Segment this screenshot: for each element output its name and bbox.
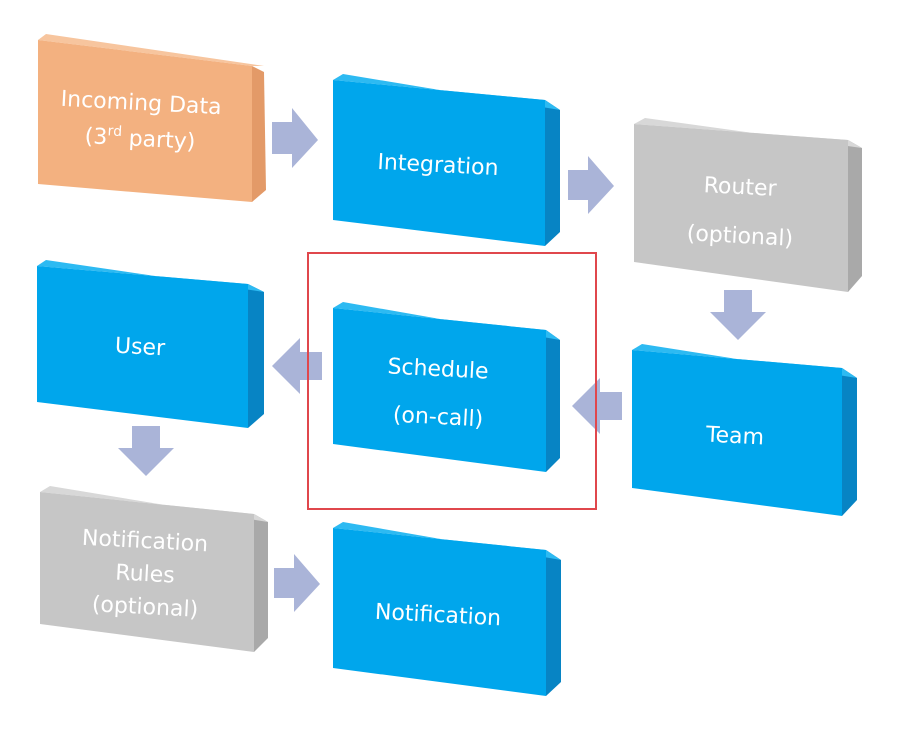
schedule-box-top [333, 302, 560, 340]
schedule-label: Schedule [387, 354, 489, 384]
router-box-face [634, 124, 848, 292]
incoming-data-box: Incoming Data (3rd party) [38, 34, 266, 202]
svg-text:Team: Team [704, 422, 764, 450]
incoming-data-box-top [38, 34, 264, 66]
incoming-data-sublabel-tail: party) [121, 126, 196, 155]
team-label: Team [704, 422, 764, 450]
team-box: Team [632, 344, 857, 516]
arrow-incoming-to-integration [272, 108, 318, 168]
team-box-face [632, 350, 842, 516]
schedule-box-face [333, 308, 546, 472]
arrow-schedule-to-user [272, 338, 322, 394]
notification-box-face [333, 528, 546, 696]
user-box-top [37, 260, 264, 292]
user-box: User [37, 260, 264, 428]
arrow-rules-to-notification [274, 554, 320, 612]
arrow-shape [568, 156, 614, 214]
notification-rules-box: Notification Rules (optional) [40, 486, 268, 652]
arrow-shape [572, 378, 622, 434]
router-box: Router (optional) [634, 118, 862, 292]
svg-text:User: User [114, 334, 166, 362]
arrow-user-to-rules [118, 426, 174, 476]
svg-text:(on-call): (on-call) [392, 403, 483, 433]
notification-rules-label-2: Rules [115, 560, 176, 588]
schedule-sublabel: (on-call) [392, 403, 483, 433]
integration-box-side [545, 100, 560, 246]
router-box-top [634, 118, 862, 148]
router-label: Router [703, 173, 778, 202]
notification-rules-box-side [254, 514, 268, 652]
integration-box-top [333, 74, 560, 110]
schedule-box-side [546, 330, 560, 472]
arrow-router-to-team [710, 290, 766, 340]
notification-rules-box-face [40, 492, 254, 652]
notification-rules-sublabel: (optional) [91, 592, 198, 623]
arrow-integration-to-router [568, 156, 614, 214]
arrow-team-to-schedule [572, 378, 622, 434]
team-box-side [842, 368, 857, 516]
user-box-face [37, 266, 248, 428]
team-box-top [632, 344, 857, 378]
router-box-side [848, 140, 862, 292]
integration-box-face [333, 80, 545, 246]
notification-rules-box-top [40, 486, 268, 522]
incoming-data-superscript: rd [107, 123, 122, 140]
incoming-data-sublabel: (3 [84, 124, 108, 150]
notification-box-side [546, 550, 561, 696]
svg-text:Schedule: Schedule [387, 354, 489, 384]
user-label: User [114, 334, 166, 362]
svg-text:(3rd party): (3rd party) [84, 122, 196, 155]
arrow-shape [272, 108, 318, 168]
svg-text:Router: Router [703, 173, 778, 202]
notification-box: Notification [333, 522, 561, 696]
user-box-side [248, 284, 264, 428]
svg-text:Rules: Rules [115, 560, 176, 588]
router-sublabel: (optional) [686, 221, 793, 252]
incoming-data-box-face [38, 40, 252, 202]
svg-text:(optional): (optional) [91, 592, 198, 623]
integration-box: Integration [333, 74, 560, 246]
schedule-box: Schedule (on-call) [333, 302, 560, 472]
arrow-shape [710, 290, 766, 340]
arrow-shape [274, 554, 320, 612]
svg-text:(optional): (optional) [686, 221, 793, 252]
arrow-shape [272, 338, 322, 394]
notification-box-top [333, 522, 561, 560]
incoming-data-box-side [252, 66, 266, 202]
arrow-shape [118, 426, 174, 476]
